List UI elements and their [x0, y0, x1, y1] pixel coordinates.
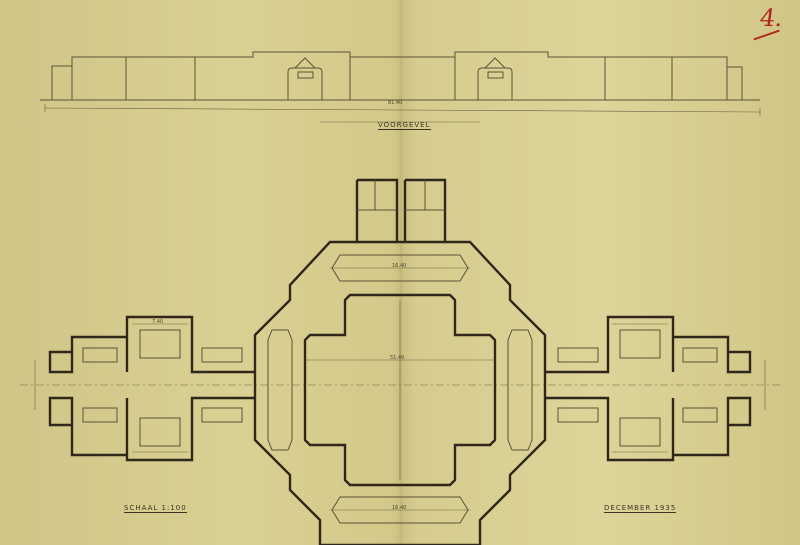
top-hall-dimension: 16.40	[392, 263, 407, 269]
floor-plan	[20, 178, 780, 545]
wing-room-dimension: 7.40	[152, 319, 164, 325]
front-elevation	[40, 51, 761, 123]
scale-label: SCHAAL 1:100	[124, 504, 187, 513]
date-label: DECEMBER 1935	[604, 504, 677, 513]
sheet-number: 4.	[758, 4, 785, 32]
right-wing	[545, 315, 766, 462]
bottom-hall-dimension: 16.40	[392, 505, 407, 511]
central-width-dimension: 51.40	[390, 355, 405, 361]
overall-dimension: 81.40	[388, 100, 403, 106]
elevation-title: VOORGEVEL	[378, 121, 431, 130]
left-wing	[34, 315, 255, 462]
